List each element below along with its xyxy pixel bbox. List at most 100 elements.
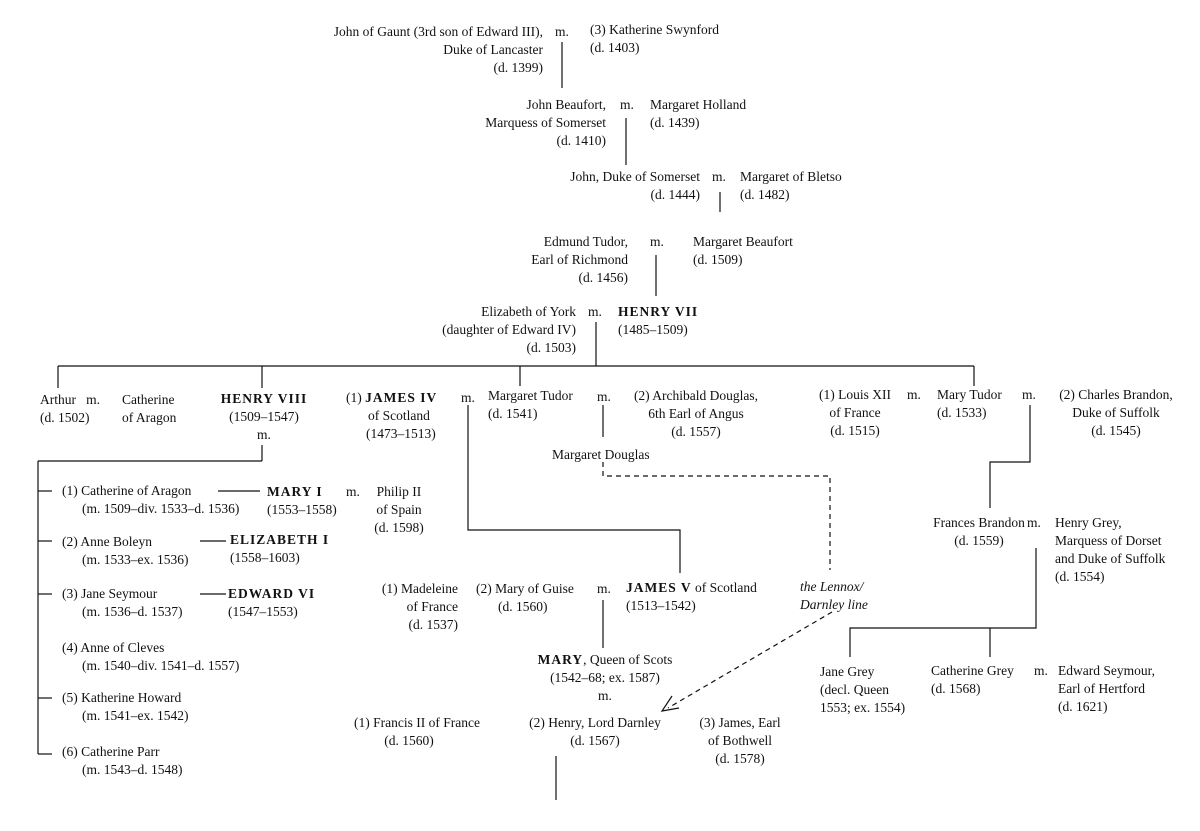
eyork-dates: (d. 1503) <box>526 340 577 355</box>
mary-tudor: Mary Tudor (d. 1533) <box>937 386 1002 422</box>
wife-1: (1) Catherine of Aragon (m. 1509–div. 15… <box>62 482 239 518</box>
mary-queen-of-scots: MARY, Queen of Scots (1542–68; ex. 1587)… <box>500 651 710 705</box>
wife-name: (6) Catherine Parr <box>62 744 160 759</box>
archibald-name: (2) Archibald Douglas, <box>633 388 759 403</box>
frances-brandon: Frances Brandon (d. 1559) <box>912 514 1046 550</box>
maryqs-reign: (1542–68; ex. 1587) <box>550 670 660 685</box>
eyork-name: Elizabeth of York <box>481 304 576 319</box>
elizabeth1-reign: (1558–1603) <box>230 550 300 565</box>
elizabeth-of-york: Elizabeth of York (daughter of Edward IV… <box>442 303 576 357</box>
james4-prefix: (1) <box>346 390 362 405</box>
henry-grey-name: Henry Grey, <box>1055 515 1122 530</box>
james-earl-of-bothwell: (3) James, Earl of Bothwell (d. 1578) <box>690 714 790 768</box>
marriage-mark: m. <box>257 427 271 442</box>
guise-name: (2) Mary of Guise <box>476 581 574 596</box>
gaunt-title: Duke of Lancaster <box>443 42 543 57</box>
jane-grey-name: Jane Grey <box>820 664 875 679</box>
louis-title: of France <box>829 405 881 420</box>
edward-vi: EDWARD VI (1547–1553) <box>228 585 315 621</box>
john-beaufort: John Beaufort, Marquess of Somerset (d. … <box>485 96 606 150</box>
james4-name-row: (1) JAMES IV <box>346 389 437 407</box>
darnley-name: (2) Henry, Lord Darnley <box>529 715 661 730</box>
catherine-grey-dates: (d. 1568) <box>931 681 981 696</box>
margaret-tudor-name: Margaret Tudor <box>488 388 573 403</box>
catherine-grey: Catherine Grey (d. 1568) <box>931 662 1014 698</box>
descent-line-james4 <box>467 405 681 573</box>
edward-seymour-name: Edward Seymour, <box>1058 663 1155 678</box>
wife-name: (3) Jane Seymour <box>62 586 158 601</box>
guise-dates: (d. 1560) <box>498 599 548 614</box>
wife-6: (6) Catherine Parr (m. 1543–d. 1548) <box>62 743 183 779</box>
mary1-name: MARY I <box>267 484 323 499</box>
louis-dates: (d. 1515) <box>830 423 880 438</box>
eyork-note: (daughter of Edward IV) <box>442 322 576 337</box>
henry-lord-darnley: (2) Henry, Lord Darnley (d. 1567) <box>514 714 676 750</box>
madeleine-of-france: (1) Madeleine of France (d. 1537) <box>382 580 458 634</box>
edward-seymour-title: Earl of Hertford <box>1058 681 1145 696</box>
john-of-gaunt: John of Gaunt (3rd son of Edward III), D… <box>334 23 543 77</box>
lennox-dashed-line <box>602 462 831 570</box>
wife-4: (4) Anne of Cleves (m. 1540–div. 1541–d.… <box>62 639 239 675</box>
henry7-name: HENRY VII <box>618 304 699 319</box>
archibald-douglas: (2) Archibald Douglas, 6th Earl of Angus… <box>626 387 766 441</box>
frances-brandon-name: Frances Brandon <box>933 515 1025 530</box>
frances-brandon-dates: (d. 1559) <box>954 533 1004 548</box>
bothwell-title: of Bothwell <box>707 733 773 748</box>
marriage-mark: m. <box>597 389 611 404</box>
mary-tudor-name: Mary Tudor <box>937 387 1002 402</box>
archibald-title: 6th Earl of Angus <box>648 406 744 421</box>
henry8-name: HENRY VIII <box>220 391 308 406</box>
margaret-tudor: Margaret Tudor (d. 1541) <box>488 387 573 423</box>
margaret-beaufort: Margaret Beaufort (d. 1509) <box>693 233 793 269</box>
wife-name: (5) Katherine Howard <box>62 690 182 705</box>
james-v: JAMES V of Scotland (1513–1542) <box>626 579 757 615</box>
henry-grey-title1: Marquess of Dorset <box>1055 533 1162 548</box>
gaunt-dates: (d. 1399) <box>493 60 544 75</box>
margaret-douglas: Margaret Douglas <box>552 447 650 462</box>
wife-name: (2) Anne Boleyn <box>62 534 152 549</box>
somerset-name: John, Duke of Somerset <box>570 169 700 184</box>
james4-reign: (1473–1513) <box>366 426 436 441</box>
wife-name: (1) Catherine of Aragon <box>62 483 192 498</box>
wife-dates: (m. 1540–div. 1541–d. 1557) <box>82 658 240 673</box>
lennox-line1: the Lennox/ <box>800 579 864 594</box>
wife-dates: (m. 1543–d. 1548) <box>82 762 183 777</box>
bletso-name: Margaret of Bletso <box>740 169 842 184</box>
marriage-mark: m. <box>1034 663 1048 678</box>
james4-title: of Scotland <box>368 408 430 423</box>
wife-dates: (m. 1536–d. 1537) <box>82 604 183 619</box>
mary-of-guise: (2) Mary of Guise (d. 1560) <box>476 580 574 616</box>
mary1-reign: (1553–1558) <box>267 502 337 517</box>
elizabeth-i: ELIZABETH I (1558–1603) <box>230 531 329 567</box>
archibald-dates: (d. 1557) <box>671 424 721 439</box>
jane-grey-note1: (decl. Queen <box>820 682 889 697</box>
arthur-name-row: Arthur m. <box>40 391 100 409</box>
descent-line-frances-brandon <box>849 548 1037 657</box>
etudor-name: Edmund Tudor, <box>543 234 628 249</box>
jane-grey-note2: 1553; ex. 1554) <box>820 700 906 715</box>
etudor-title: Earl of Richmond <box>531 252 628 267</box>
wife-name: (4) Anne of Cleves <box>62 640 165 655</box>
gaunt-name: John of Gaunt (3rd son of Edward III), <box>333 24 543 39</box>
madeleine-name: (1) Madeleine <box>381 581 458 596</box>
marriage-mark: m. <box>346 484 360 499</box>
john-duke-of-somerset: John, Duke of Somerset (d. 1444) <box>570 168 700 204</box>
james5-name-row: JAMES V of Scotland <box>626 579 757 597</box>
henry-grey-title2: and Duke of Suffolk <box>1055 551 1166 566</box>
lennox-arrow-line <box>667 611 833 709</box>
henry7-reign: (1485–1509) <box>618 322 688 337</box>
lennox-darnley-line-label: the Lennox/ Darnley line <box>800 578 868 614</box>
wife-dates: (m. 1541–ex. 1542) <box>82 708 189 723</box>
katherine-swynford: (3) Katherine Swynford (d. 1403) <box>590 21 719 57</box>
jbeaufort-dates: (d. 1410) <box>556 133 607 148</box>
james4-name: JAMES IV <box>365 390 438 405</box>
james5-reign: (1513–1542) <box>626 598 696 613</box>
lennox-line2: Darnley line <box>800 597 868 612</box>
philip-name: Philip II <box>376 484 422 499</box>
lennox-arrowhead <box>660 695 680 712</box>
mbeaufort-name: Margaret Beaufort <box>693 234 793 249</box>
maryqs-name: MARY <box>537 652 584 667</box>
marriage-mark: m. <box>712 169 726 184</box>
